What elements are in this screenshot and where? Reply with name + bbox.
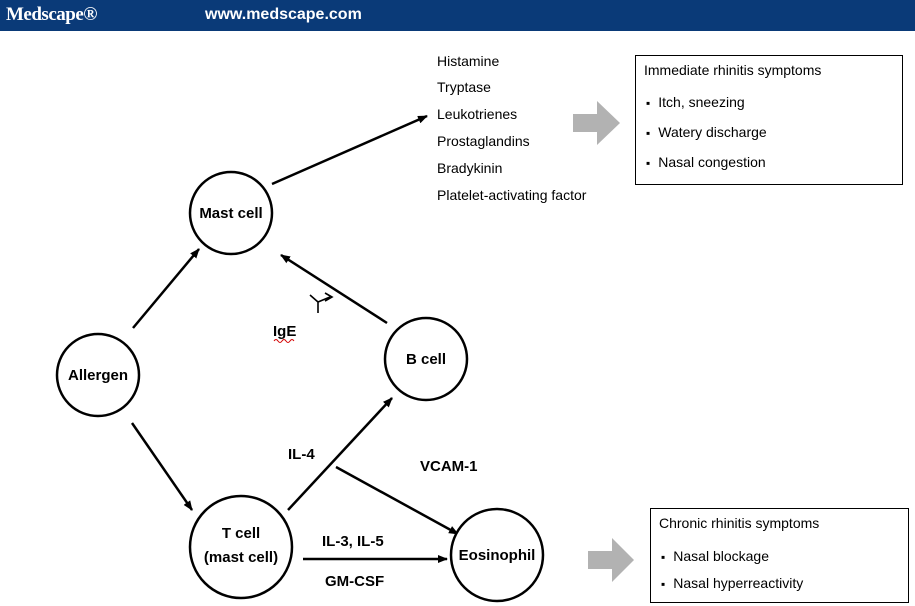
immediate-symptoms-box: Immediate rhinitis symptoms Itch, sneezi…	[635, 55, 903, 185]
arrow-b-cell-to-mast-cell	[280, 253, 388, 325]
label-vcam1: VCAM-1	[420, 458, 478, 475]
node-label-allergen: Allergen	[68, 367, 128, 384]
mediator-item: Histamine	[437, 53, 500, 69]
label-ige: IgE	[273, 323, 296, 340]
immediate-symptoms-title: Immediate rhinitis symptoms	[644, 62, 822, 78]
node-label-mast-cell: Mast cell	[199, 205, 262, 222]
site-url[interactable]: www.medscape.com	[205, 6, 362, 23]
node-t-cell: T cell (mast cell)	[188, 494, 294, 600]
label-il4: IL-4	[288, 446, 315, 463]
arrow-to-eosinophil-from-il4	[335, 465, 459, 536]
spellcheck-underline	[273, 339, 295, 343]
header-bar: Medscape® www.medscape.com	[0, 0, 915, 31]
node-label-t-cell-line1: T cell	[222, 525, 260, 542]
node-label-t-cell-line2: (mast cell)	[204, 549, 278, 566]
label-gm-csf: GM-CSF	[325, 573, 384, 590]
mediator-item: Bradykinin	[437, 160, 503, 176]
node-mast-cell: Mast cell	[188, 170, 274, 256]
node-label-eosinophil: Eosinophil	[459, 547, 536, 564]
ige-antibody-icon	[309, 292, 334, 313]
immediate-symptom-item: Nasal congestion	[646, 154, 765, 170]
gray-arrow-immediate	[573, 101, 620, 145]
node-label-b-cell: B cell	[406, 351, 446, 368]
arrow-allergen-to-mast-cell	[132, 248, 200, 329]
chronic-symptom-item: Nasal hyperreactivity	[661, 575, 803, 591]
node-allergen: Allergen	[55, 332, 141, 418]
mediator-item: Tryptase	[437, 79, 491, 95]
arrow-mast-cell-to-mediators	[271, 114, 428, 186]
label-il3-il5: IL-3, IL-5	[322, 533, 384, 550]
mediator-item: Prostaglandins	[437, 133, 530, 149]
mediator-item: Leukotrienes	[437, 106, 518, 122]
chronic-symptoms-box: Chronic rhinitis symptoms Nasal blockage…	[650, 508, 909, 603]
chronic-symptom-item: Nasal blockage	[661, 548, 769, 564]
immediate-symptom-item: Itch, sneezing	[646, 94, 744, 110]
mediator-item: Platelet-activating factor	[437, 187, 587, 203]
arrow-allergen-to-t-cell	[130, 422, 194, 511]
medscape-logo[interactable]: Medscape®	[6, 4, 97, 25]
node-b-cell: B cell	[383, 316, 469, 402]
gray-arrow-chronic	[588, 538, 634, 582]
node-eosinophil: Eosinophil	[449, 507, 545, 603]
arrow-t-cell-to-b-cell	[287, 397, 393, 511]
chronic-symptoms-title: Chronic rhinitis symptoms	[659, 515, 820, 531]
immediate-symptom-item: Watery discharge	[646, 124, 766, 140]
